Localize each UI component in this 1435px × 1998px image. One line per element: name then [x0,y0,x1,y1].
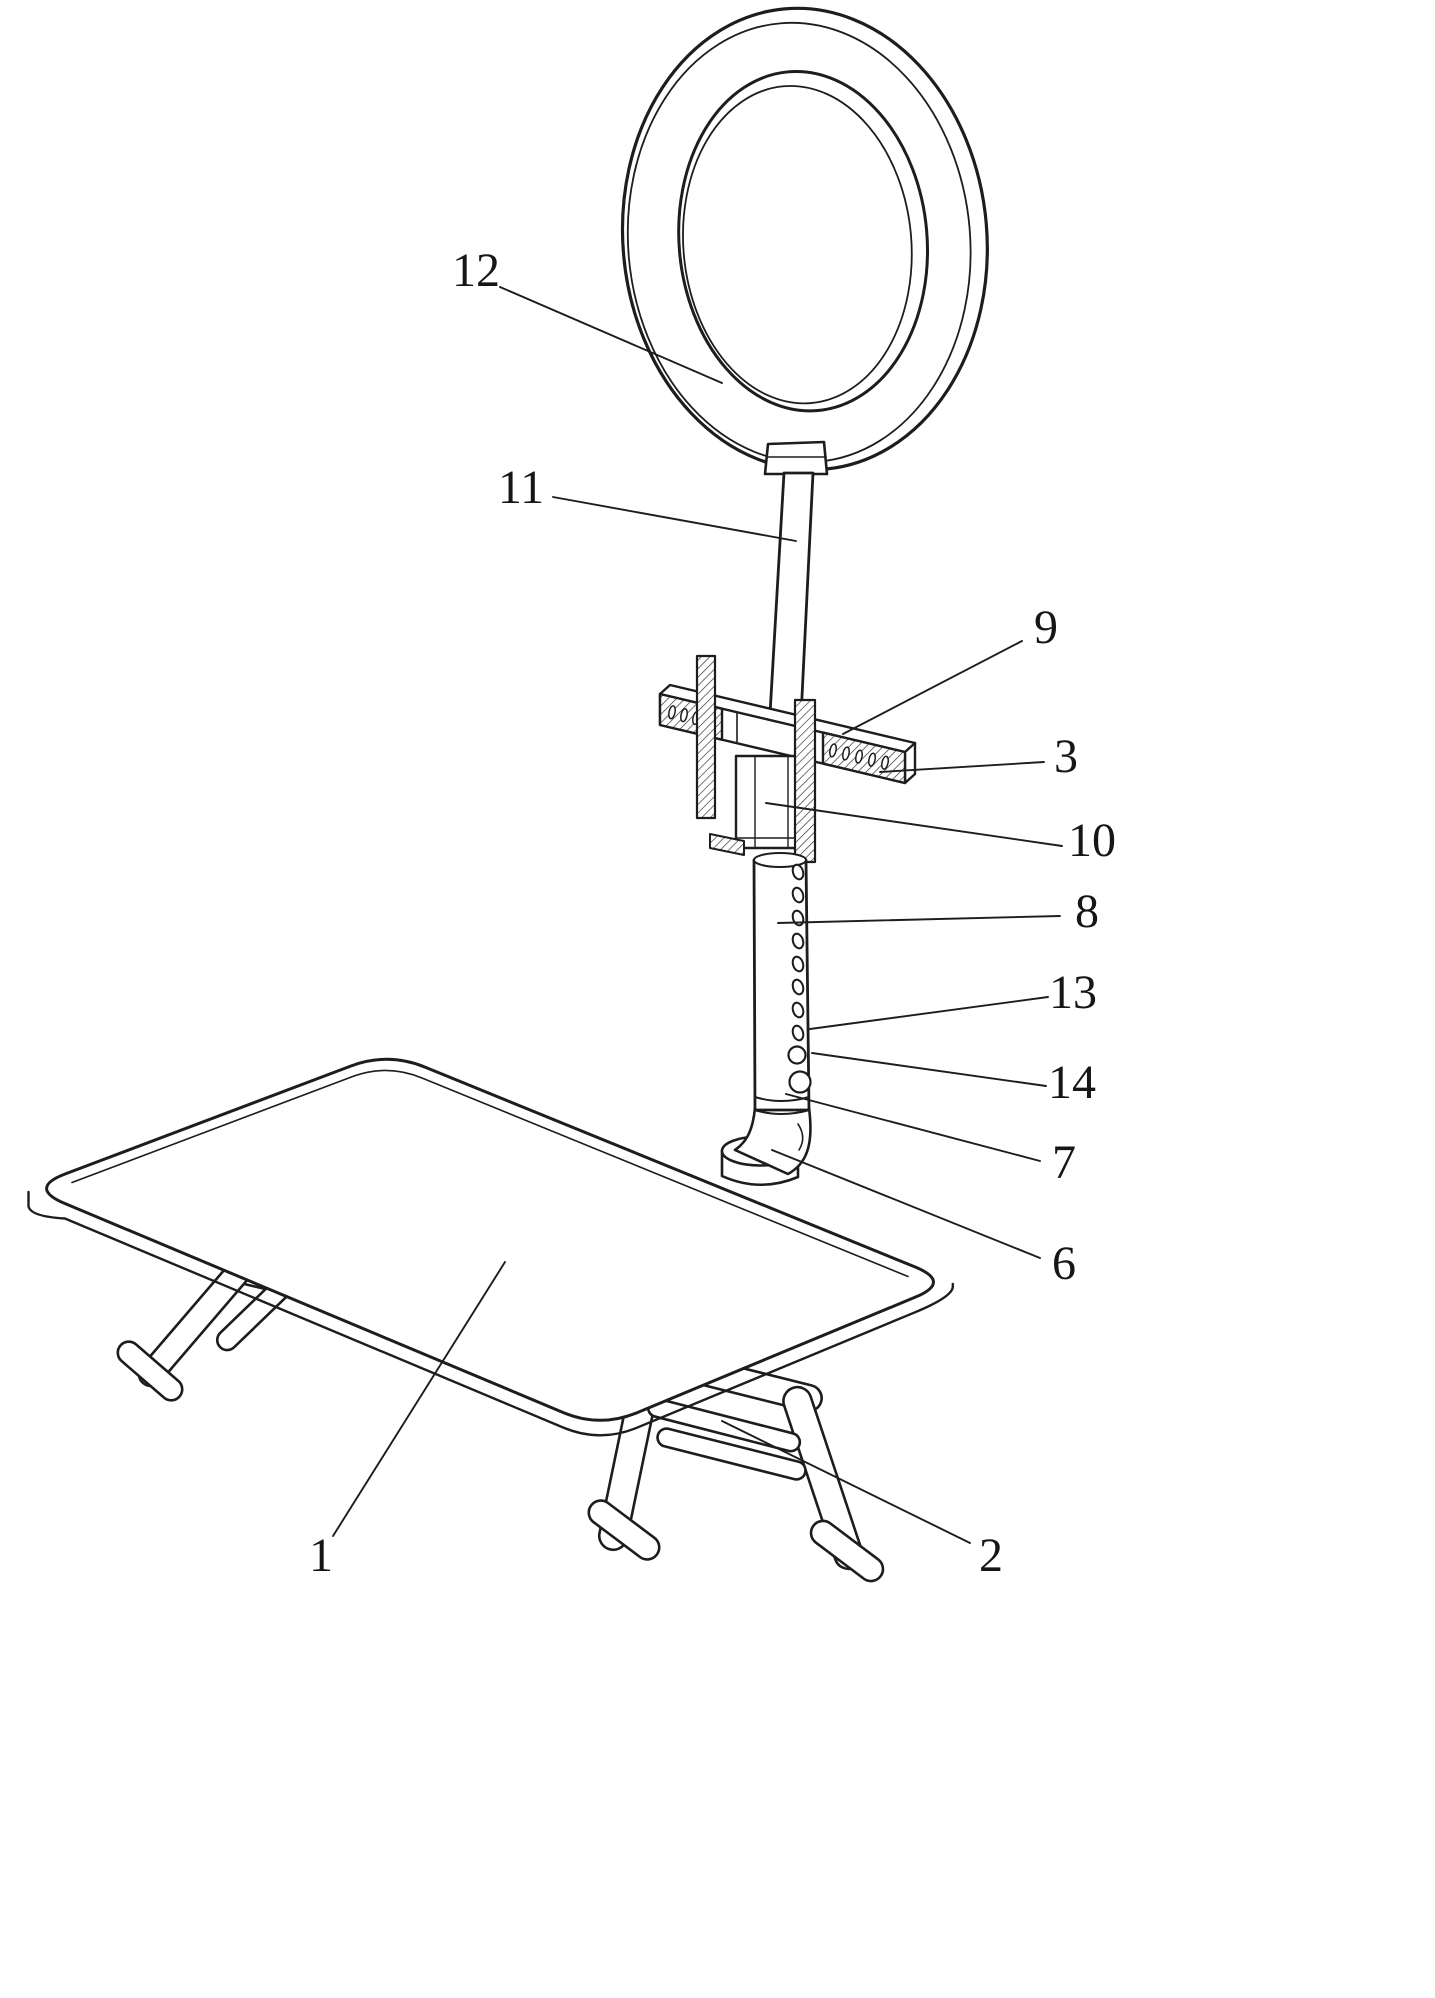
lower-pole-opening [753,852,807,868]
ref-label-14: 14 [1048,1056,1096,1109]
table-surface [45,1057,935,1422]
leader-14 [811,1052,1047,1087]
leader-9 [842,640,1023,735]
ref-label-6: 6 [1052,1237,1076,1290]
clamp-flange-hatch [709,833,745,856]
left-screw-rod [695,654,717,820]
collar-line-lower [753,1109,811,1115]
ring-mount [763,440,829,476]
leader-3 [879,761,1045,773]
leader-lines [332,286,1063,1544]
ref-label-7: 7 [1052,1136,1076,1189]
bracket-right-hatch [821,731,907,785]
upper-pole-body [768,471,815,719]
left-leg-foot [116,1340,184,1402]
leader-11 [552,496,797,542]
locking-knob-upper [787,1045,807,1065]
ref-label-13: 13 [1049,966,1097,1019]
ref-label-11: 11 [497,461,545,514]
right-leg-left-foot [587,1499,661,1561]
locking-knob-lower [788,1070,812,1094]
ref-label-12: 12 [452,244,500,297]
right-leg-right-foot [809,1519,885,1583]
leader-2 [721,1420,971,1544]
leader-10 [765,802,1063,847]
ring-inner-rim [677,69,930,413]
clamp-screw-rods [695,654,817,864]
leader-6 [771,1149,1041,1259]
ref-label-3: 3 [1054,730,1078,783]
ring-light [620,6,989,472]
clamp-body [734,754,802,850]
table-top [27,1057,954,1437]
ref-label-2: 2 [979,1529,1003,1582]
ring-mount-body [763,440,829,476]
leader-12 [499,286,723,384]
leader-1 [332,1261,506,1537]
locking-knobs [787,1045,812,1094]
table-edge-highlight [71,1069,909,1278]
mounting-bracket [658,683,917,785]
leader-13 [809,996,1049,1030]
leader-8 [777,915,1061,924]
clamp-inner-lines [735,755,801,849]
right-screw-rod [793,698,817,864]
ref-label-8: 8 [1075,885,1099,938]
elbow-rib-line [797,1123,804,1151]
adjustment-holes [791,863,805,1042]
ref-label-9: 9 [1034,601,1058,654]
ring-inner-depth-line [682,85,913,405]
ref-label-10: 10 [1068,814,1116,867]
right-leg-crossbar-lower [656,1427,807,1481]
leader-7 [785,1093,1041,1162]
upper-pole [768,471,815,719]
ref-label-1: 1 [309,1529,333,1582]
table-thickness-edge [27,1190,954,1437]
pole-clamp [709,754,802,856]
